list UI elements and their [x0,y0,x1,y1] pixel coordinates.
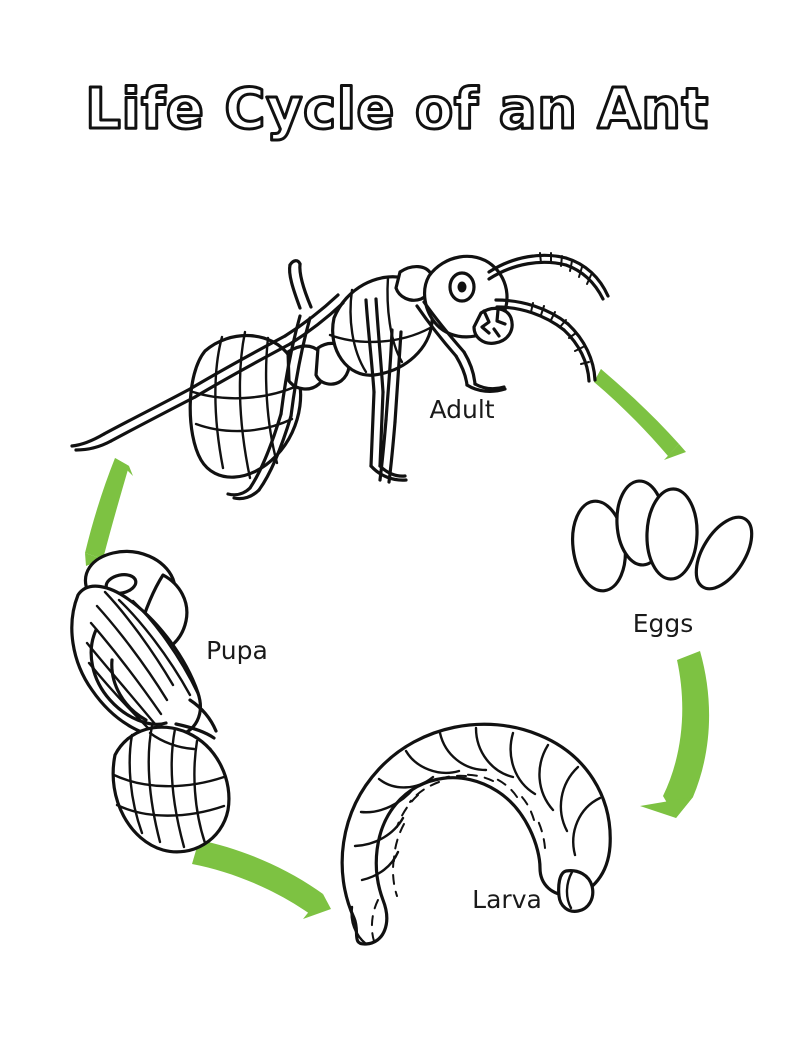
stage-label-larva: Larva [472,885,542,914]
arrow-adult-to-eggs [594,369,686,460]
stage-label-eggs: Eggs [633,609,694,638]
stage-label-pupa: Pupa [206,636,268,665]
larva-illustration [340,722,612,946]
page-title-label: Life Cycle of an Ant [85,77,709,142]
page-title-svg: Life Cycle of an Ant [83,76,709,144]
adult-ant-illustration [70,252,610,501]
page-title: Life Cycle of an Ant [0,70,793,150]
arrow-pupa-to-adult [85,458,133,566]
eggs-illustration [571,479,754,593]
arrow-eggs-to-larva [640,651,710,818]
pupa-illustration [70,549,231,854]
cycle-arrows [85,369,710,919]
stage-labels: Adult Eggs Larva Pupa [206,395,693,914]
arrow-larva-to-pupa [192,840,331,919]
stage-label-adult: Adult [429,395,494,424]
